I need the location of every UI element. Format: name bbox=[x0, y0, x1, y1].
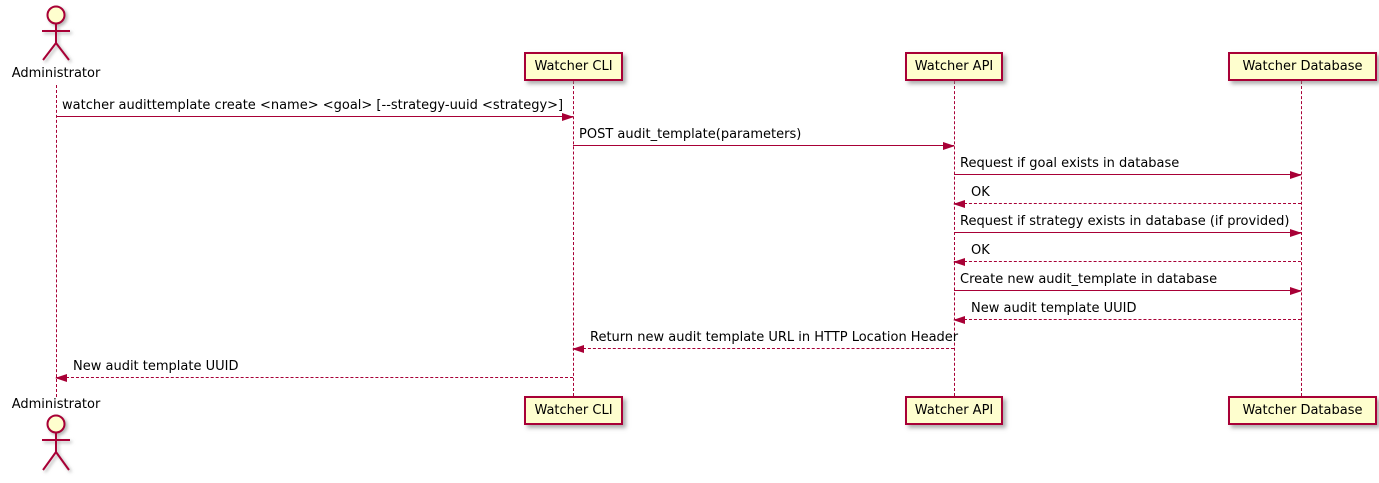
sequence-message-6: OK bbox=[953, 243, 1301, 266]
actor-label-bottom: Administrator bbox=[11, 397, 101, 412]
message-label: New audit template UUID bbox=[73, 359, 239, 374]
message-line bbox=[954, 232, 1301, 233]
message-arrowhead bbox=[572, 345, 584, 353]
participant-watcher-database-top: Watcher Database bbox=[1228, 52, 1377, 81]
message-label: New audit template UUID bbox=[971, 301, 1137, 316]
sequence-message-10: New audit template UUID bbox=[55, 359, 573, 382]
actor-label-top: Administrator bbox=[11, 66, 101, 81]
message-line bbox=[954, 174, 1301, 175]
participant-label: Watcher Database bbox=[1242, 403, 1363, 418]
message-line bbox=[573, 145, 954, 146]
sequence-message-4: OK bbox=[953, 185, 1301, 208]
sequence-message-3: Request if goal exists in database bbox=[954, 156, 1302, 179]
message-label: OK bbox=[971, 243, 990, 258]
message-line bbox=[56, 116, 573, 117]
message-line bbox=[954, 203, 1301, 204]
message-line bbox=[954, 290, 1301, 291]
participant-label: Watcher API bbox=[914, 403, 994, 418]
message-label: Request if strategy exists in database (… bbox=[960, 214, 1290, 229]
message-arrowhead bbox=[1290, 229, 1302, 237]
sequence-message-5: Request if strategy exists in database (… bbox=[954, 214, 1302, 237]
message-arrowhead bbox=[562, 113, 574, 121]
message-label: Request if goal exists in database bbox=[960, 156, 1180, 171]
message-line bbox=[573, 348, 954, 349]
message-arrowhead bbox=[953, 258, 965, 266]
message-label: watcher audittemplate create <name> <goa… bbox=[62, 98, 564, 113]
actor-person-icon bbox=[42, 5, 70, 61]
participant-watcher-database-bottom: Watcher Database bbox=[1228, 396, 1377, 425]
participant-label: Watcher API bbox=[914, 59, 994, 74]
message-label: Create new audit_template in database bbox=[960, 272, 1218, 287]
participant-watcher-api-top: Watcher API bbox=[905, 52, 1003, 81]
message-arrowhead bbox=[1290, 171, 1302, 179]
message-line bbox=[954, 319, 1301, 320]
message-arrowhead bbox=[1290, 287, 1302, 295]
message-arrowhead bbox=[943, 142, 955, 150]
participant-watcher-cli-top: Watcher CLI bbox=[524, 52, 623, 81]
sequence-message-2: POST audit_template(parameters) bbox=[573, 127, 955, 150]
message-arrowhead bbox=[953, 316, 965, 324]
message-arrowhead bbox=[55, 374, 67, 382]
participant-label: Watcher CLI bbox=[534, 403, 613, 418]
participant-watcher-api-bottom: Watcher API bbox=[905, 396, 1003, 425]
actor-person-icon bbox=[42, 414, 70, 471]
sequence-message-8: New audit template UUID bbox=[953, 301, 1301, 324]
message-line bbox=[56, 377, 573, 378]
message-arrowhead bbox=[953, 200, 965, 208]
sequence-message-9: Return new audit template URL in HTTP Lo… bbox=[572, 330, 958, 353]
message-label: Return new audit template URL in HTTP Lo… bbox=[590, 330, 959, 345]
sequence-message-1: watcher audittemplate create <name> <goa… bbox=[56, 98, 574, 121]
message-label: POST audit_template(parameters) bbox=[579, 127, 802, 142]
message-label: OK bbox=[971, 185, 990, 200]
participant-label: Watcher CLI bbox=[534, 59, 613, 74]
lifeline-watcher-cli bbox=[573, 81, 574, 396]
sequence-message-7: Create new audit_template in database bbox=[954, 272, 1302, 295]
message-line bbox=[954, 261, 1301, 262]
lifeline-watcher-database bbox=[1301, 81, 1302, 396]
lifeline-administrator bbox=[56, 85, 57, 397]
participant-watcher-cli-bottom: Watcher CLI bbox=[524, 396, 623, 425]
participant-label: Watcher Database bbox=[1242, 59, 1363, 74]
lifeline-watcher-api bbox=[954, 81, 955, 396]
